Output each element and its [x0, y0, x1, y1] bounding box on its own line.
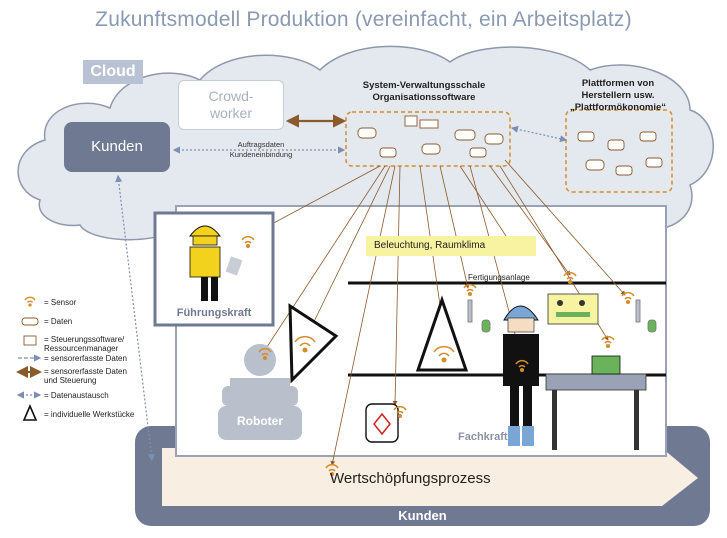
manager-label: Führungskraft: [176, 307, 252, 319]
platform-title: Plattformen von Herstellern usw. „Plattf…: [569, 78, 667, 113]
platform-data-icons: [577, 131, 663, 176]
connection-label: Auftragsdaten Kundeneinbindung: [229, 140, 293, 159]
legend-sensor-control: = sensorerfasste Daten und Steuerung: [44, 367, 127, 385]
worker-label: Fachkraft: [458, 431, 508, 443]
sensor-data-connections: [241, 159, 626, 466]
crowdworker-box: Crowd- worker: [178, 80, 284, 130]
workpiece-triangle-2: [415, 295, 469, 372]
customer-bottom-label: Kunden: [398, 508, 447, 523]
legend-sensor: = Sensor: [44, 298, 77, 307]
process-label: Wertschöpfungsprozess: [330, 470, 491, 487]
legend-sensor-data: = sensorerfasste Daten: [44, 354, 127, 363]
customer-box: Kunden: [64, 122, 170, 172]
worktable: [545, 355, 647, 450]
robot-arms: [467, 299, 657, 333]
diagram-title: Zukunftsmodell Produktion (vereinfacht, …: [95, 8, 632, 31]
legend-control-software: = Steuerungssoftware/ Ressourcenmanager: [44, 335, 125, 353]
machine-panel: [547, 293, 599, 325]
system-title: System-Verwaltungsschale Organisationsso…: [362, 80, 486, 103]
chemical-drum: [365, 403, 399, 443]
system-software-frame: [345, 111, 511, 167]
legend-data-exchange: = Datenaustausch: [44, 391, 109, 400]
crowdworker-label: Crowd- worker: [208, 88, 254, 121]
production-line-label: Fertigungsanlage: [468, 273, 530, 282]
legend-data: = Daten: [44, 317, 73, 326]
cloud-label: Cloud: [83, 60, 143, 84]
legend-icons: [16, 296, 42, 421]
legend-workpiece: = individuelle Werkstücke: [44, 410, 135, 419]
robot-figure: [218, 344, 302, 440]
workpiece-triangle-1: [288, 303, 339, 384]
system-data-icons: [357, 115, 504, 158]
lighting-label: Beleuchtung, Raumklima: [366, 236, 536, 256]
platform-data-link: [510, 125, 568, 143]
sensor-icons: [241, 235, 635, 477]
robot-label: Roboter: [237, 414, 283, 428]
manager-figure: [153, 211, 275, 327]
